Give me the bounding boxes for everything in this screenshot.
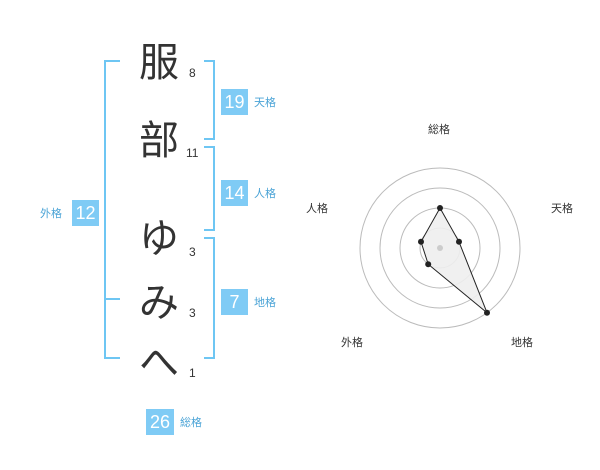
name-char-2: 部 — [139, 118, 179, 164]
radar-label-soukaku: 総格 — [428, 123, 450, 136]
radar-label-chikaku: 地格 — [511, 336, 533, 349]
radar-ring-3 — [379, 187, 501, 309]
name-char-3: ゆ — [139, 216, 179, 262]
radar-shape — [420, 206, 488, 314]
radar-label-jinkaku: 人格 — [306, 202, 328, 215]
chikaku-label: 地格 — [254, 296, 276, 309]
radar-ring-4 — [359, 167, 521, 329]
stroke-count-4: 3 — [189, 306, 196, 320]
gaikaku-value-badge: 12 — [72, 200, 99, 226]
radar-label-tenkaku: 天格 — [551, 202, 573, 215]
tenkaku-value-badge: 19 — [221, 89, 248, 115]
name-char-1: 服 — [139, 40, 179, 86]
stroke-count-1: 8 — [189, 66, 196, 80]
radar-point-5 — [418, 238, 424, 245]
radar-center-point — [437, 245, 443, 251]
name-char-5: へ — [139, 340, 179, 386]
jinkaku-label: 人格 — [254, 187, 276, 200]
soukaku-value-badge: 26 — [146, 409, 174, 435]
radar-label-gaikaku: 外格 — [341, 336, 363, 349]
stroke-count-3: 3 — [189, 245, 196, 259]
gaikaku-label: 外格 — [40, 207, 62, 220]
name-char-4: み — [139, 280, 179, 326]
chikaku-value-badge: 7 — [221, 289, 248, 315]
jinkaku-value-badge: 14 — [221, 180, 248, 206]
soukaku-label: 総格 — [180, 416, 202, 429]
stroke-count-2: 11 — [186, 146, 199, 160]
radar-point-3 — [484, 309, 490, 316]
tenkaku-label: 天格 — [254, 96, 276, 109]
stroke-count-5: 1 — [189, 366, 196, 380]
radar-point-4 — [425, 261, 432, 268]
radar-point-2 — [456, 238, 462, 245]
radar-point-1 — [437, 205, 443, 211]
